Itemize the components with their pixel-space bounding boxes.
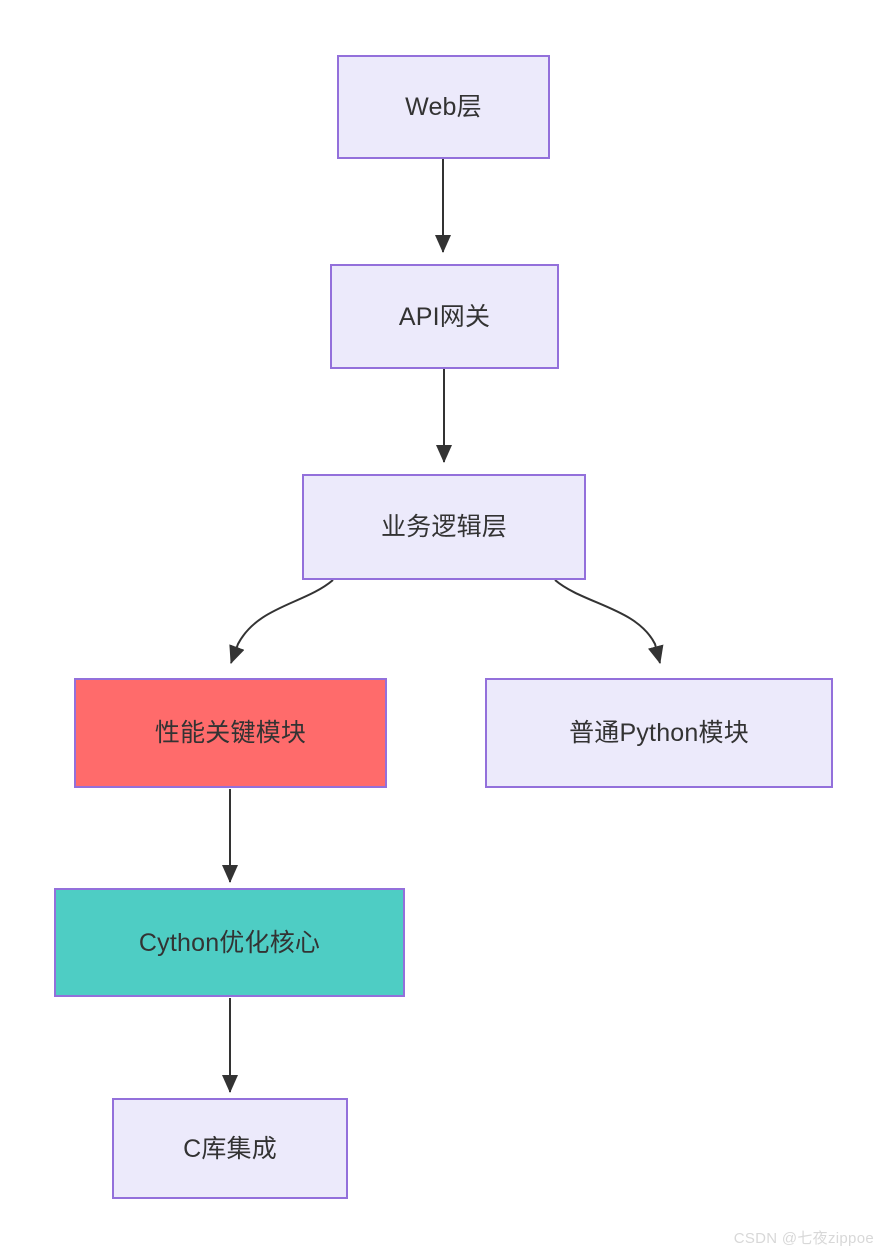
node-label-performance-critical-module: 性能关键模块: [154, 719, 307, 747]
node-label-business-logic-layer: 业务逻辑层: [380, 513, 507, 541]
node-c-library-integration[interactable]: C库集成: [112, 1098, 348, 1199]
node-performance-critical-module[interactable]: 性能关键模块: [74, 678, 387, 788]
node-label-cython-optimized-core: Cython优化核心: [138, 928, 321, 957]
node-business-logic-layer[interactable]: 业务逻辑层: [302, 474, 586, 580]
node-web-layer[interactable]: Web层: [337, 55, 550, 159]
edge-biz-to-python: [554, 579, 664, 664]
node-label-ordinary-python-module: 普通Python模块: [569, 719, 749, 747]
node-label-web-layer: Web层: [405, 93, 482, 121]
node-ordinary-python-module[interactable]: 普通Python模块: [485, 678, 833, 788]
node-api-gateway[interactable]: API网关: [330, 264, 559, 369]
node-label-c-library-integration: C库集成: [183, 1134, 277, 1163]
watermark: CSDN @七夜zippoe: [733, 1230, 874, 1247]
node-cython-optimized-core[interactable]: Cython优化核心: [54, 888, 405, 997]
node-label-api-gateway: API网关: [398, 302, 491, 331]
edge-biz-to-perf: [229, 579, 334, 664]
